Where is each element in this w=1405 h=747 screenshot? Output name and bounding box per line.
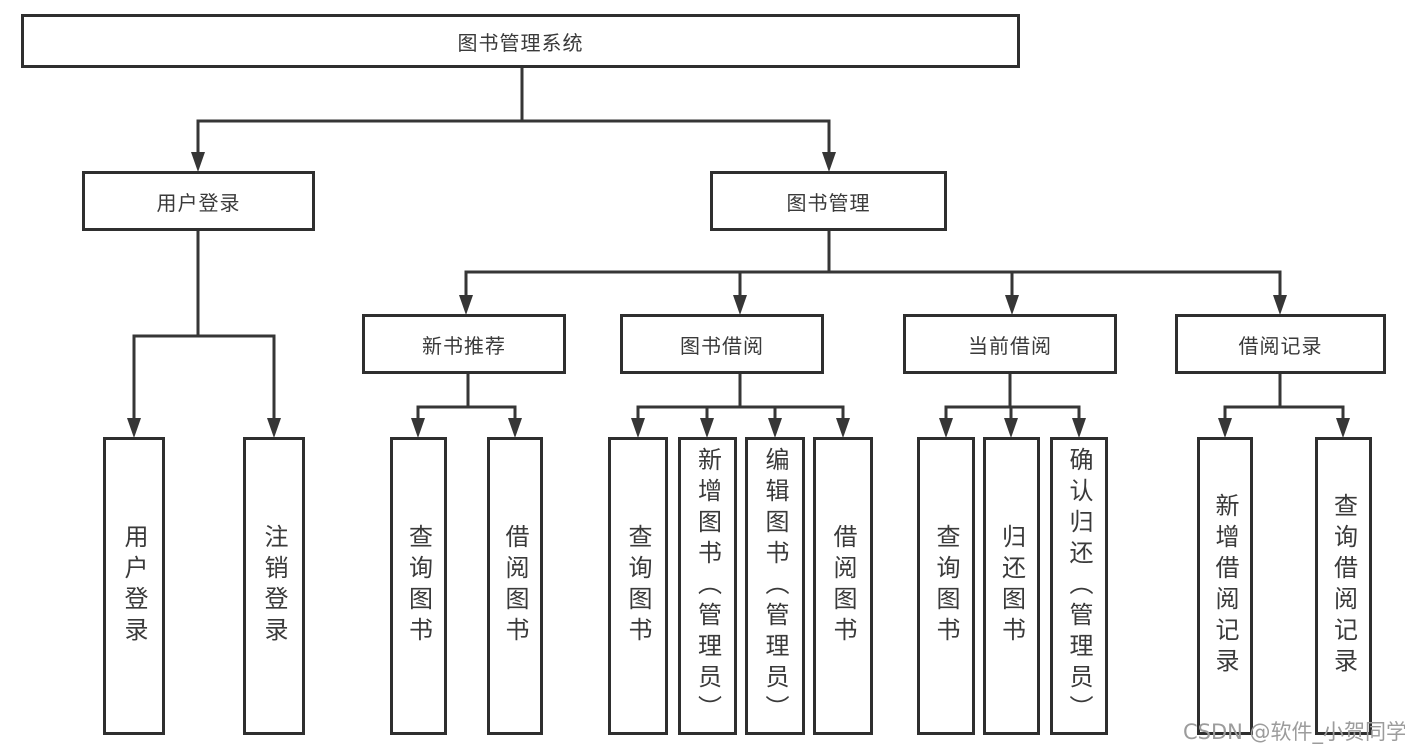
node-label: 借阅记录 xyxy=(1238,333,1323,358)
node-label: 查询图书 xyxy=(404,524,433,648)
watermark: CSDN @软件_小贺同学 xyxy=(1183,720,1405,744)
arrowhead-icon xyxy=(1004,418,1018,438)
node-label: 新书推荐 xyxy=(422,333,506,358)
node-leaf-borrow-books-2: 借阅图书 xyxy=(813,437,873,735)
node-leaf-add-borrow-record: 新增借阅记录 xyxy=(1197,437,1253,735)
node-current-borrowing: 当前借阅 xyxy=(903,314,1117,374)
node-label: 注销登录 xyxy=(260,524,288,648)
node-user-login: 用户登录 xyxy=(82,171,315,231)
arrowhead-icon xyxy=(1005,295,1019,315)
arrowhead-icon xyxy=(267,418,281,438)
node-leaf-query-books-2: 查询图书 xyxy=(608,437,668,735)
node-label: 图书管理 xyxy=(786,190,871,215)
node-label: 查询图书 xyxy=(624,524,652,648)
arrowhead-icon xyxy=(768,418,782,438)
node-book-management: 图书管理 xyxy=(710,171,947,231)
arrowhead-icon xyxy=(939,418,953,438)
node-label: 借阅图书 xyxy=(829,524,857,648)
node-leaf-logout: 注销登录 xyxy=(243,437,305,735)
arrowhead-icon xyxy=(1336,418,1350,438)
arrowhead-icon xyxy=(411,418,425,438)
node-label: 借阅图书 xyxy=(501,524,529,648)
node-label: 确认归还（管理员） xyxy=(1065,446,1093,726)
node-label: 用户登录 xyxy=(120,524,148,648)
node-label: 查询借阅记录 xyxy=(1329,493,1358,679)
node-label: 图书管理系统 xyxy=(457,30,584,55)
node-book-borrowing: 图书借阅 xyxy=(620,314,824,374)
node-label: 当前借阅 xyxy=(968,333,1052,358)
arrowhead-icon xyxy=(733,295,747,315)
node-leaf-return-book: 归还图书 xyxy=(983,437,1040,735)
node-leaf-edit-book-admin: 编辑图书（管理员） xyxy=(745,437,805,735)
arrowhead-icon xyxy=(191,152,205,172)
arrowhead-icon xyxy=(1218,418,1232,438)
node-new-book-recommend: 新书推荐 xyxy=(362,314,566,374)
arrowhead-icon xyxy=(1072,418,1086,438)
node-label: 新增借阅记录 xyxy=(1211,493,1239,679)
arrowhead-icon xyxy=(631,418,645,438)
node-leaf-confirm-return: 确认归还（管理员） xyxy=(1050,437,1108,735)
arrowhead-icon xyxy=(700,418,714,438)
node-leaf-user-login: 用户登录 xyxy=(103,437,165,735)
arrowhead-icon xyxy=(508,418,522,438)
node-leaf-add-book-admin: 新增图书（管理员） xyxy=(678,437,737,735)
node-label: 用户登录 xyxy=(156,190,241,215)
node-label: 归还图书 xyxy=(997,524,1026,648)
node-leaf-query-books-3: 查询图书 xyxy=(917,437,975,735)
arrowhead-icon xyxy=(127,418,141,438)
node-leaf-query-books-1: 查询图书 xyxy=(390,437,447,735)
node-label: 查询图书 xyxy=(932,524,960,648)
node-leaf-query-borrow-record: 查询借阅记录 xyxy=(1315,437,1372,735)
arrowhead-icon xyxy=(459,295,473,315)
node-leaf-borrow-books-1: 借阅图书 xyxy=(487,437,543,735)
node-label: 图书借阅 xyxy=(680,333,764,358)
arrowhead-icon xyxy=(1273,295,1287,315)
node-borrowing-records: 借阅记录 xyxy=(1175,314,1386,374)
arrowhead-icon xyxy=(836,418,850,438)
arrowhead-icon xyxy=(822,152,836,172)
node-label: 编辑图书（管理员） xyxy=(761,446,789,726)
node-label: 新增图书（管理员） xyxy=(693,446,722,726)
node-root: 图书管理系统 xyxy=(21,14,1020,68)
